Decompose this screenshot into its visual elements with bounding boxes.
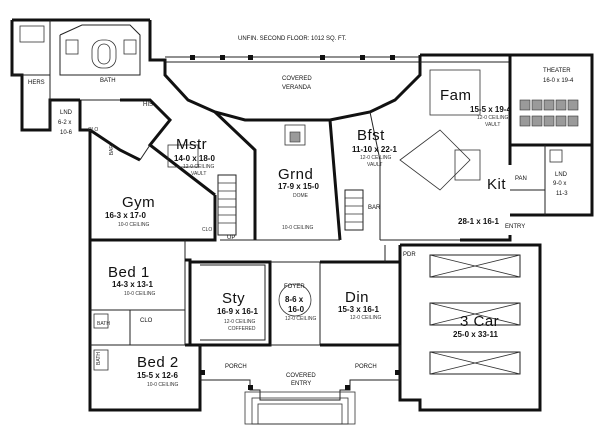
closet-a-label: CLO — [88, 127, 99, 133]
study-note: 12-0 CEILING — [224, 319, 256, 325]
laundry-b-dims-2: 11-3 — [556, 191, 568, 197]
garage-walls — [398, 243, 542, 412]
laundry-a-label: LND — [60, 110, 73, 116]
family-room-note-2: VAULT — [485, 122, 501, 128]
gym-note: 10-0 CEILING — [118, 222, 150, 228]
bar-a-label: BAR — [109, 145, 115, 156]
kitchen-label: Kit — [487, 176, 507, 193]
plan-title: UNFIN. SECOND FLOOR: 1012 SQ. FT. — [238, 36, 347, 42]
breakfast-dims: 11-10 x 22-1 — [352, 145, 397, 154]
covered-entry-label: COVERED — [286, 373, 316, 379]
bar-b-label: BAR — [368, 205, 381, 211]
pantry-label: PAN — [515, 176, 527, 182]
veranda-label-2: VERANDA — [282, 85, 312, 91]
bedroom-1-label: Bed 1 — [108, 264, 150, 281]
laundry-a-dims-2: 10-6 — [60, 130, 73, 136]
gym-dims: 16-3 x 17-0 — [105, 211, 146, 220]
powder-room-label: PDR — [403, 252, 416, 258]
dining-label: Din — [345, 289, 370, 306]
veranda-walls — [163, 55, 422, 122]
bedroom-2-note: 10-0 CEILING — [147, 382, 179, 388]
study-note-2: COFFERED — [228, 326, 256, 332]
master-bedroom-walls — [120, 98, 257, 240]
master-bedroom-note-2: VAULT — [191, 171, 207, 177]
front-rooms-walls — [185, 245, 402, 347]
master-bedroom-label: Mstr — [176, 136, 208, 153]
veranda-label: COVERED — [282, 76, 312, 82]
dining-dims: 15-3 x 16-1 — [338, 305, 379, 314]
study-dims: 16-9 x 16-1 — [217, 307, 258, 316]
bedroom-1-dims: 14-3 x 13-1 — [112, 280, 153, 289]
garage-dims: 25-0 x 33-11 — [453, 330, 498, 339]
hall-ceiling-note: 10-0 CEILING — [282, 225, 314, 231]
covered-entry-label-2: ENTRY — [291, 381, 312, 387]
laundry-pantry-walls — [510, 143, 594, 217]
porch-walls — [199, 345, 401, 425]
master-bath-label: BATH — [100, 78, 116, 84]
bedroom-2-dims: 15-5 x 12-6 — [137, 371, 178, 380]
foyer-dims: 8-6 x — [285, 295, 304, 304]
breakfast-note-2: VAULT — [367, 162, 383, 168]
family-room-note: 12-0 CEILING — [477, 115, 509, 121]
gym-label: Gym — [122, 194, 156, 211]
laundry-b-dims: 9-0 x — [553, 181, 567, 187]
bedroom-2-label: Bed 2 — [137, 354, 179, 371]
master-bath-wing-walls — [10, 18, 167, 132]
laundry-a-dims: 6-2 x — [58, 120, 72, 126]
great-room-walls — [220, 119, 342, 241]
foyer-dims-2: 16-0 — [288, 305, 305, 314]
garage-label: 3 Car — [460, 313, 500, 330]
bedroom-1-note: 10-0 CEILING — [124, 291, 156, 297]
foyer-label: FOYER — [284, 284, 305, 290]
porch-right-label: PORCH — [355, 364, 377, 370]
family-room-dims: 15-5 x 19-4 — [470, 105, 511, 114]
foyer-note: 12-0 CEILING — [285, 316, 317, 322]
dining-note: 12-0 CEILING — [350, 315, 382, 321]
great-room-note: DOME — [293, 193, 308, 199]
closet-c-label: CLO — [202, 227, 213, 233]
stairs — [217, 174, 364, 236]
breakfast-label: Bfst — [357, 127, 385, 144]
family-room-label: Fam — [440, 87, 472, 104]
stairs-up-label: UP — [227, 235, 236, 241]
closet-b-label: CLO — [140, 318, 153, 324]
kitchen-dims: 28-1 x 16-1 — [458, 217, 499, 226]
study-label: Sty — [222, 290, 246, 307]
great-room-dims: 17-9 x 15-0 — [278, 182, 319, 191]
porch-left-label: PORCH — [225, 364, 247, 370]
laundry-b-label: LND — [555, 172, 568, 178]
breakfast-note: 12-0 CEILING — [360, 155, 392, 161]
his-closet-label: HIS — [143, 102, 154, 108]
bath-c-label: BATH — [96, 352, 102, 365]
side-entry-label: ENTRY — [505, 224, 526, 230]
master-bedroom-dims: 14-0 x 18-0 — [174, 154, 215, 163]
theater-dims: 16-0 x 19-4 — [543, 78, 574, 84]
theater-label: THEATER — [543, 68, 571, 74]
master-bedroom-note: 12-0 CEILING — [183, 164, 215, 170]
gym-walls — [78, 100, 217, 242]
great-room-label: Grnd — [278, 166, 314, 183]
bath-b-label: BATH — [97, 321, 110, 327]
hers-closet-label: HERS — [28, 80, 45, 86]
